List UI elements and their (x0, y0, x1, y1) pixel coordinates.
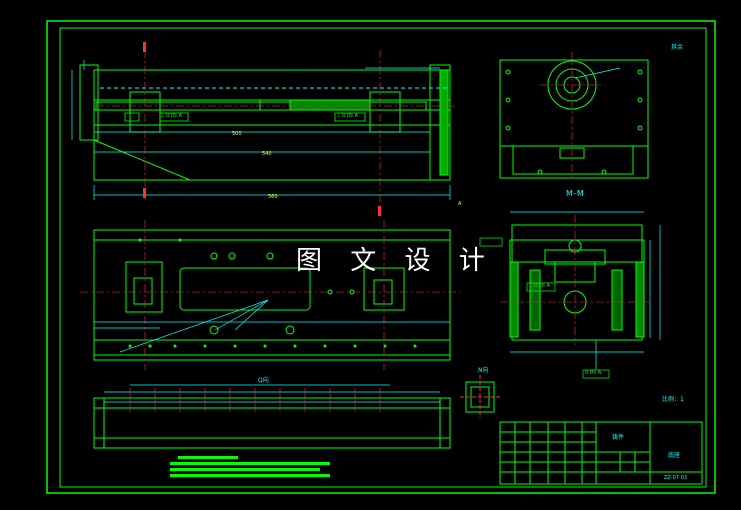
front-view-dims (71, 60, 451, 200)
plan-view-leaders (94, 299, 450, 353)
plan-view (93, 229, 451, 361)
tol-frame-2: ⊥ 0.05 A (336, 113, 359, 119)
watermark-text: 图 文 设 计 (296, 246, 495, 276)
plan-view-holes (128, 238, 417, 348)
section-mm-centerlines (500, 215, 650, 345)
roughness-note: 其余 (671, 44, 684, 51)
section-label: M–M (566, 189, 584, 198)
svg-text:540: 540 (262, 151, 272, 157)
red-markers (143, 42, 381, 216)
q-view (93, 397, 451, 449)
material-label: 铸件 (612, 434, 625, 441)
q-view-dims (104, 384, 440, 403)
tol-frame-3: ⊥ 0.05 A (528, 283, 551, 289)
q-view-ticks (129, 388, 381, 412)
outer-frame (46, 20, 716, 494)
n-view-label: N向 (478, 366, 489, 374)
tol-frame-1: ⊥ 0.05 A (160, 113, 183, 119)
scale-note: 比例：1 (662, 396, 684, 403)
tol-frame-4: 0.05 A (585, 370, 602, 376)
front-view-notes: 500 540 560 A (232, 131, 462, 207)
drawing-code: ZZ-07-03 (664, 475, 688, 481)
q-view-label: Q向 (258, 376, 269, 384)
n-view (460, 375, 500, 418)
inner-frame (59, 27, 707, 488)
side-view-top (499, 59, 649, 179)
front-view-tol-boxes (124, 112, 366, 122)
title-block-name: 底座 (668, 452, 681, 459)
leader-line (574, 67, 621, 79)
svg-text:560: 560 (268, 194, 278, 200)
svg-text:A: A (458, 201, 462, 207)
plan-view-centerlines (80, 220, 460, 370)
section-mm-dims (479, 211, 661, 379)
title-block (499, 421, 703, 485)
section-mm (509, 224, 645, 341)
front-view (79, 64, 451, 181)
tech-notes (170, 456, 330, 477)
side-view-top-centerlines (540, 52, 605, 180)
front-view-centerlines (96, 50, 455, 215)
svg-text:500: 500 (232, 131, 242, 137)
